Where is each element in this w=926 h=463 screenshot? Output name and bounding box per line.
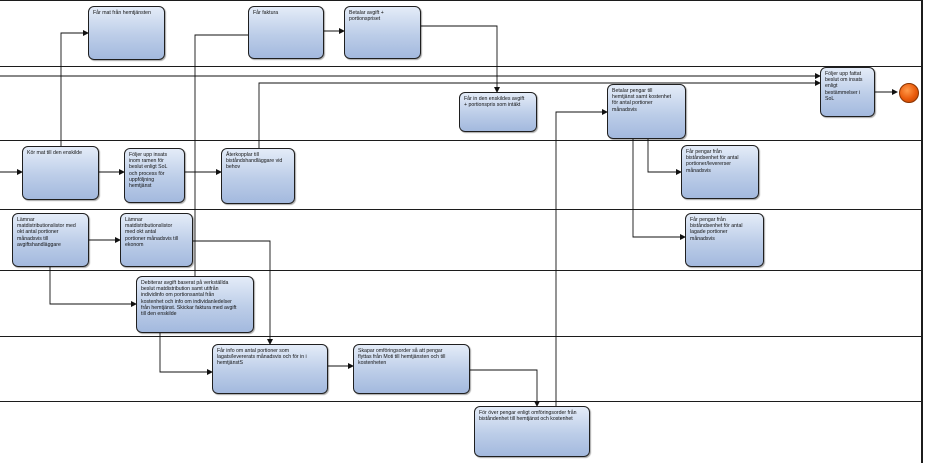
task-node: Skapar omföringsorder så att pengar flyt… bbox=[353, 344, 470, 394]
connector bbox=[258, 80, 821, 148]
task-node: Följer upp insats inom ramen för beslut … bbox=[124, 148, 185, 203]
task-node: Betalar avgift + portionspriset bbox=[344, 6, 421, 59]
task-node: Återkopplar till biståndshandläggare vid… bbox=[221, 148, 295, 204]
task-node: Lämnar matdistributionslistor med okt an… bbox=[12, 213, 89, 267]
task-node: Betalar pengar till hemtjänst samt koste… bbox=[607, 84, 686, 139]
lane-divider bbox=[0, 401, 922, 402]
task-node: Får info om antal portioner som lagats/l… bbox=[212, 344, 328, 394]
task-node: Lämnar matdistributionslistor med okt an… bbox=[120, 213, 193, 267]
end-event-circle bbox=[899, 83, 919, 103]
lane-divider bbox=[0, 0, 922, 1]
task-node: Får pengar från biståndsenhet för antal … bbox=[685, 213, 764, 267]
task-node: Får in den enskildes avgift + portionspr… bbox=[459, 92, 537, 132]
task-node: Följer upp fattat beslut om insats enlig… bbox=[820, 67, 875, 117]
connector bbox=[632, 139, 686, 240]
lane-divider bbox=[0, 140, 922, 141]
lane-divider bbox=[0, 66, 922, 67]
task-node: Kör mat till den enskilde bbox=[22, 146, 99, 200]
lane-divider bbox=[0, 336, 922, 337]
connector bbox=[421, 25, 500, 93]
task-node: För över pengar enligt omföringsorder fr… bbox=[474, 406, 590, 457]
connector bbox=[159, 333, 213, 375]
task-node: Får mat från hemtjänsten bbox=[88, 6, 165, 60]
task-node: Får faktura bbox=[248, 6, 324, 59]
connector bbox=[49, 267, 137, 307]
connector bbox=[60, 30, 89, 146]
diagram-border-right bbox=[921, 0, 923, 463]
lane-divider bbox=[0, 209, 922, 210]
task-node: Får pengar från biståndsenhet för antal … bbox=[681, 145, 759, 199]
task-node: Debiterar avgift baserat på verkställda … bbox=[136, 276, 254, 333]
connector bbox=[555, 109, 608, 406]
lane-divider bbox=[0, 270, 922, 271]
connector bbox=[647, 139, 682, 175]
